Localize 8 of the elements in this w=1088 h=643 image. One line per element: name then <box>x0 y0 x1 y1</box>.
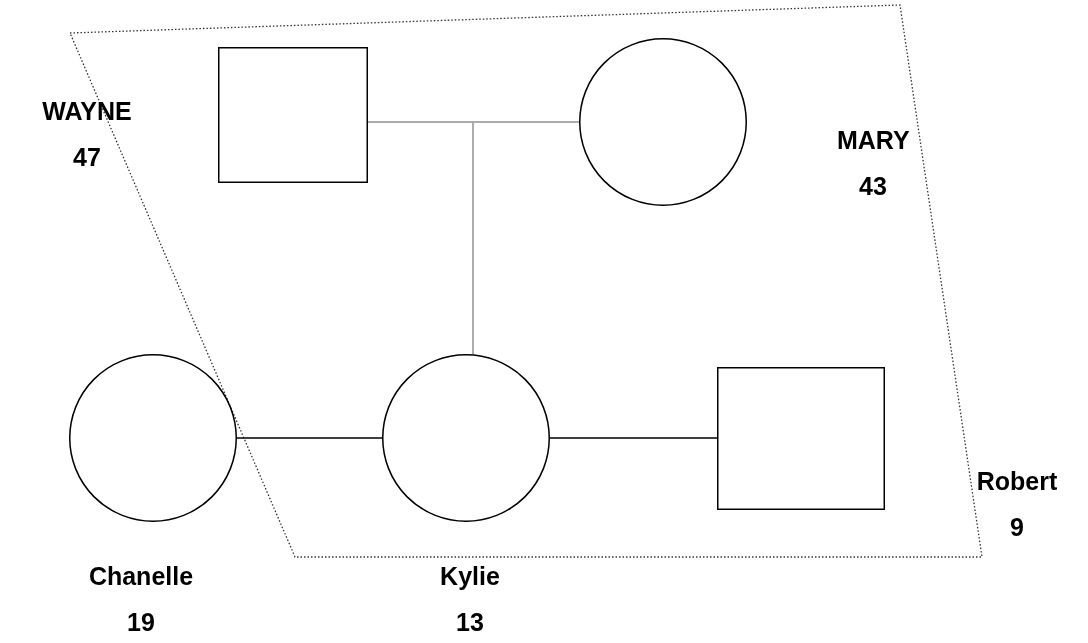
person-name: Chanelle 19 <box>88 561 194 638</box>
person-name: MARY 43 <box>836 125 910 202</box>
family-line <box>472 121 580 356</box>
person-name: Kylie 13 <box>440 561 500 638</box>
person-name: WAYNE 47 <box>42 96 132 173</box>
sibling-line <box>549 437 718 439</box>
person-name: Robert 9 <box>976 466 1058 543</box>
sibling-line <box>236 437 383 439</box>
